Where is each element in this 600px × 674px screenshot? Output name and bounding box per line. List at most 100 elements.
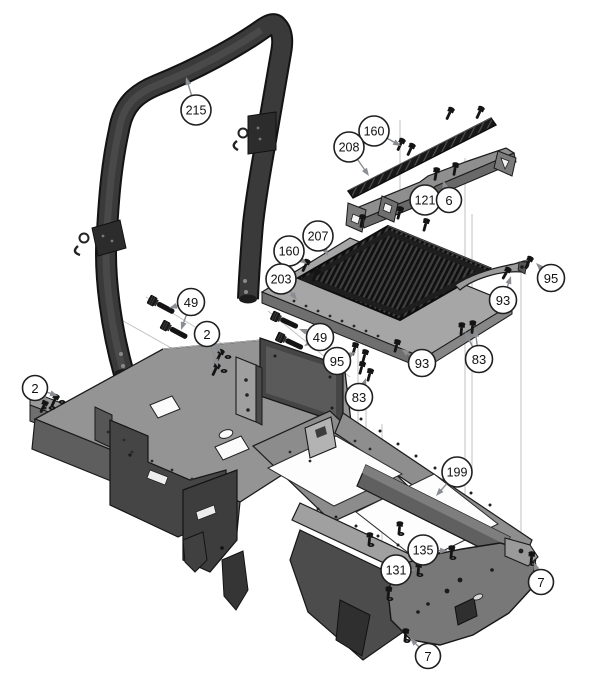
leader-arrowhead-icon: [289, 291, 297, 300]
leader-arrowhead-icon: [533, 562, 540, 571]
screen-grate: [295, 224, 493, 322]
leader-arrowhead-icon: [185, 77, 192, 86]
callout-circle: [344, 382, 374, 412]
deck-cutouts: [106, 395, 372, 481]
mid-post-bracket: [235, 356, 263, 426]
leader-arrowhead-icon: [536, 263, 544, 271]
callout-207-5: 207: [302, 220, 334, 256]
callout-circle: [441, 456, 473, 488]
callout-215-0: 215: [180, 77, 212, 126]
part-number-label: 208: [339, 141, 360, 155]
main-frame: [29, 337, 539, 661]
part-number-label: 49: [313, 330, 327, 345]
callout-49-10: 49: [299, 322, 335, 352]
callout-83-16: 83: [464, 329, 494, 374]
callout-circle: [380, 554, 412, 586]
callout-circle: [265, 263, 297, 295]
callout-circle: [407, 348, 437, 378]
leader-arrowhead-icon: [180, 321, 187, 330]
leader-arrowhead-icon: [213, 344, 221, 353]
callout-7-22: 7: [410, 638, 442, 670]
part-number-label: 207: [308, 230, 329, 244]
leader-line: [182, 314, 188, 324]
callout-131-20: 131: [380, 554, 415, 586]
callout-2-9: 2: [193, 320, 221, 367]
callout-208-2: 208: [333, 131, 369, 176]
leader-arrowhead-icon: [442, 180, 449, 189]
bolt: [146, 294, 177, 317]
callout-203-7: 203: [265, 263, 297, 300]
leader-arrowhead-icon: [49, 390, 58, 397]
callout-83-12: 83: [344, 378, 374, 412]
bumper-right-bracket: [493, 150, 517, 177]
leader-arrowhead-icon: [465, 332, 472, 341]
callout-121-3: 121: [404, 184, 441, 216]
part-number-label: 93: [496, 293, 510, 308]
callout-199-18: 199: [436, 456, 473, 496]
callout-circle: [180, 94, 212, 126]
part-number-label: 2: [31, 381, 38, 396]
callout-93-13: 93: [401, 348, 437, 378]
leader-line: [356, 158, 366, 171]
callout-circle: [333, 131, 365, 163]
callout-circle: [176, 287, 206, 317]
upright-channel: [304, 416, 337, 459]
callout-circle: [358, 115, 390, 147]
leader-arrowhead-icon: [40, 394, 48, 402]
bumper-trim-strip: [346, 117, 498, 199]
leader-arrowhead-icon: [299, 329, 308, 335]
rops-roll-bar: [73, 13, 294, 379]
leader-arrowhead-icon: [439, 547, 448, 554]
part-number-label: 6: [445, 193, 452, 208]
callout-93-15: 93: [488, 276, 518, 315]
part-number-label: 160: [364, 125, 385, 139]
part-number-label: 49: [184, 295, 198, 310]
leader-line: [440, 482, 448, 492]
leader-line: [467, 337, 474, 348]
part-number-label: 203: [271, 273, 292, 287]
callout-circle: [305, 322, 335, 352]
part-number-label: 83: [472, 352, 486, 367]
left-fold-clamp: [73, 219, 127, 257]
bumper-end-bracket: [504, 537, 539, 567]
leader-arrowhead-icon: [212, 358, 219, 367]
leader-line: [475, 335, 478, 346]
leader-line: [386, 137, 396, 144]
callout-95-11: 95: [322, 346, 356, 376]
leader-arrowhead-icon: [401, 349, 410, 356]
part-number-label: 135: [413, 544, 434, 558]
bumper-bar: [345, 147, 517, 233]
callout-95-14: 95: [536, 263, 566, 293]
part-number-label: 131: [386, 564, 407, 578]
part-number-label: 95: [330, 354, 344, 369]
callout-135-19: 135: [407, 534, 448, 566]
leader-arrowhead-icon: [473, 329, 480, 338]
callout-160-6: 160: [273, 235, 307, 267]
leader-arrowhead-icon: [169, 303, 178, 309]
leader-line: [187, 83, 193, 96]
callout-circle: [488, 285, 518, 315]
callout-circle: [536, 263, 566, 293]
part-number-label: 95: [544, 271, 558, 286]
callout-circle: [464, 344, 494, 374]
part-number-label: 83: [352, 390, 366, 405]
part-number-label: 160: [279, 245, 300, 259]
leader-arrowhead-icon: [505, 276, 512, 285]
right-leg-end: [239, 294, 257, 304]
leader-arrowhead-icon: [298, 256, 307, 264]
callout-2-17: 2: [21, 374, 58, 402]
callout-circle: [527, 568, 555, 596]
callout-circle: [322, 346, 352, 376]
callout-circle: [302, 220, 334, 252]
callout-circle: [414, 642, 442, 670]
callout-circle: [193, 320, 221, 348]
part-number-label: 199: [447, 466, 468, 480]
part-number-label: 215: [186, 104, 207, 118]
callout-circle: [407, 534, 439, 566]
right-fold-clamp: [232, 111, 277, 155]
part-number-label: 121: [415, 194, 436, 208]
leader-arrowhead-icon: [392, 139, 401, 146]
